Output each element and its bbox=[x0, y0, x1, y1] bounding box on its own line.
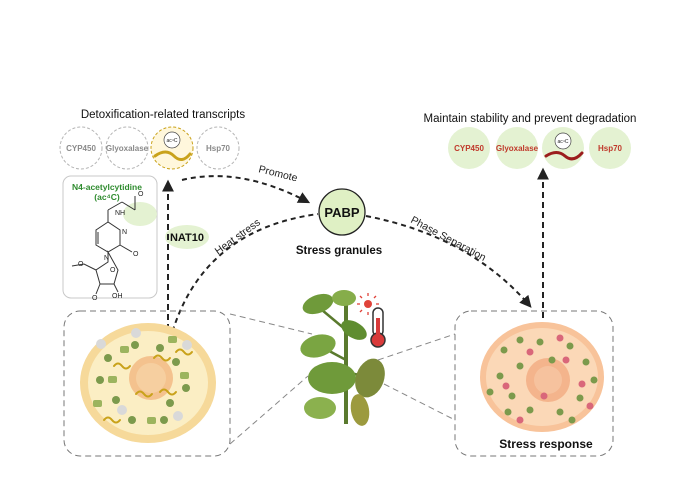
ring-n-label: N bbox=[122, 229, 127, 236]
phosphate-o-label: O bbox=[78, 261, 84, 268]
right-cell bbox=[480, 322, 604, 432]
sugar-o-label: O bbox=[110, 267, 116, 274]
modification-abbr: (ac⁴C) bbox=[94, 192, 120, 202]
ac4c-structure bbox=[71, 196, 136, 295]
acetyl-o-label: O bbox=[138, 191, 144, 198]
left-transcript-ac4c: ac⁴C bbox=[166, 138, 177, 144]
right-zoom-line-bottom bbox=[383, 383, 456, 421]
sun-icon bbox=[357, 293, 379, 315]
thermometer-icon bbox=[370, 307, 386, 348]
left-transcript-cyp450: CYP450 bbox=[66, 144, 96, 153]
promote-label: Promote bbox=[257, 163, 299, 184]
nat10-highlight bbox=[165, 225, 209, 249]
nat10-label: NAT10 bbox=[170, 232, 204, 244]
stress-response-label: Stress response bbox=[499, 437, 593, 451]
right-cell-frame bbox=[454, 310, 614, 457]
carbonyl-o-label: O bbox=[133, 251, 139, 258]
left-cell-frame bbox=[63, 310, 231, 457]
phase-separation-arrow bbox=[365, 215, 532, 308]
glycosidic-n-label: N bbox=[104, 255, 109, 262]
ribose-o-label: O bbox=[92, 295, 98, 302]
left-cell bbox=[80, 323, 216, 443]
phase-separation-label: Phase Separation bbox=[409, 214, 488, 264]
modification-name: N4-acetylcytidine bbox=[72, 182, 142, 192]
right-rna-strand bbox=[544, 151, 584, 161]
pabp-node bbox=[318, 188, 366, 236]
left-transcript-glyoxalase: Glyoxalase bbox=[106, 144, 149, 153]
left-title: Detoxification-related transcripts bbox=[81, 109, 246, 121]
promote-arrow bbox=[181, 175, 311, 204]
right-transcript-row: CYP450 Glyoxalase ac⁴C Hsp70 bbox=[448, 127, 631, 169]
heat-stress-label: Heat stress bbox=[213, 217, 263, 258]
right-zoom-line-top bbox=[377, 333, 456, 361]
left-rna-strand bbox=[153, 150, 192, 161]
oh-label: OH bbox=[112, 293, 123, 300]
right-transcript-hsp70: Hsp70 bbox=[598, 144, 623, 153]
plant-icon bbox=[300, 290, 385, 426]
nh-label: NH bbox=[115, 210, 125, 217]
heat-stress-arrow bbox=[169, 213, 319, 341]
right-transcript-glyoxalase: Glyoxalase bbox=[496, 144, 539, 153]
right-transcript-cyp450: CYP450 bbox=[454, 144, 484, 153]
left-zoom-line-bottom bbox=[229, 375, 309, 445]
right-title: Maintain stability and prevent degradati… bbox=[424, 113, 637, 125]
stress-granules-label: Stress granules bbox=[296, 245, 382, 257]
left-transcript-row: CYP450 Glyoxalase ac⁴C Hsp70 bbox=[59, 126, 240, 170]
right-transcript-ac4c: ac⁴C bbox=[557, 139, 568, 145]
left-zoom-line-top bbox=[229, 313, 313, 335]
pabp-label: PABP bbox=[324, 205, 359, 220]
left-transcript-hsp70: Hsp70 bbox=[206, 144, 231, 153]
